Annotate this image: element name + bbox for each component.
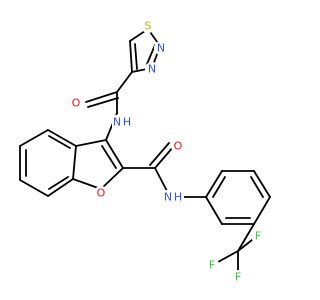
bond-ph1-ph2-double — [212, 176, 226, 198]
atom-n2-label: N — [157, 42, 165, 55]
atom-f1-label: F — [235, 271, 241, 284]
bond-c4-c5 — [129, 40, 133, 73]
bond-ph6-ph1 — [205, 196, 223, 225]
bond-c4-camide1 — [116, 71, 133, 93]
atom-n3: N — [145, 62, 159, 76]
atom-f2-label: F — [209, 259, 215, 272]
atom-o-furan-label: O — [97, 187, 106, 200]
atom-o-amide2-label: O — [174, 140, 183, 153]
bond-camide1-o — [85, 91, 118, 103]
atom-o-amide1: O — [69, 96, 83, 110]
bond-ph3-ph4 — [253, 170, 271, 198]
atom-o-amide1-label: O — [72, 97, 81, 110]
atom-nh-amide2-label: N — [164, 191, 172, 204]
atom-nh-amide1: N H — [112, 115, 133, 129]
atom-nh-amide2-h: H — [174, 191, 182, 204]
atom-f3-label: F — [255, 230, 261, 243]
bond-ccf3-f2 — [217, 250, 239, 263]
bond-camide2-o — [154, 145, 175, 169]
atom-o-furan: O — [94, 186, 108, 200]
bond-c2-o1 — [100, 167, 124, 190]
bond-c4-c5b — [19, 129, 49, 147]
atom-nh-amide1-label: N — [113, 116, 121, 129]
atom-labels: S N N O N H O O N H — [69, 19, 265, 284]
atom-n3-label: N — [148, 63, 156, 76]
bond-ph5-ccf3 — [237, 223, 255, 252]
bond-camide1-o-double — [87, 97, 119, 108]
bond-ph3-ph4-double — [250, 176, 264, 198]
bond-c3-c2-double — [101, 145, 117, 169]
bonds — [19, 28, 271, 271]
atom-n2: N — [154, 41, 168, 55]
bond-c3-c3a — [75, 139, 107, 147]
bond-c7-c7a-double — [48, 176, 69, 190]
atom-f1: F — [231, 270, 245, 284]
bond-c3a-c4 — [47, 129, 77, 147]
bond-camide2-o-double — [149, 142, 170, 166]
atom-s1: S — [141, 19, 155, 33]
molecule-diagram: S N N O N H O O N H — [19, 19, 271, 284]
bond-c4-c5-double — [134, 43, 138, 70]
bond-ph4-ph5 — [253, 196, 271, 225]
atom-nh-amide1-h: H — [123, 116, 131, 129]
bond-n2-n3-double — [146, 44, 156, 65]
atom-f2: F — [205, 258, 219, 272]
bond-camide2-n — [154, 167, 169, 194]
atom-f3: F — [251, 229, 265, 243]
bond-ccf3-f3 — [237, 239, 253, 252]
atom-s1-label: S — [145, 20, 152, 33]
atom-nh-amide2: N H — [163, 190, 184, 204]
bond-o1-c7a — [72, 178, 102, 190]
bond-ph1-ph2 — [205, 170, 223, 198]
bond-c3-c2 — [105, 139, 124, 169]
bond-c7-c7a — [47, 178, 74, 197]
bond-c3a-c4-double — [48, 135, 71, 149]
bond-c7a-c3a — [72, 145, 77, 180]
atom-o-amide2: O — [171, 139, 185, 153]
bond-c6-c7 — [19, 179, 49, 197]
